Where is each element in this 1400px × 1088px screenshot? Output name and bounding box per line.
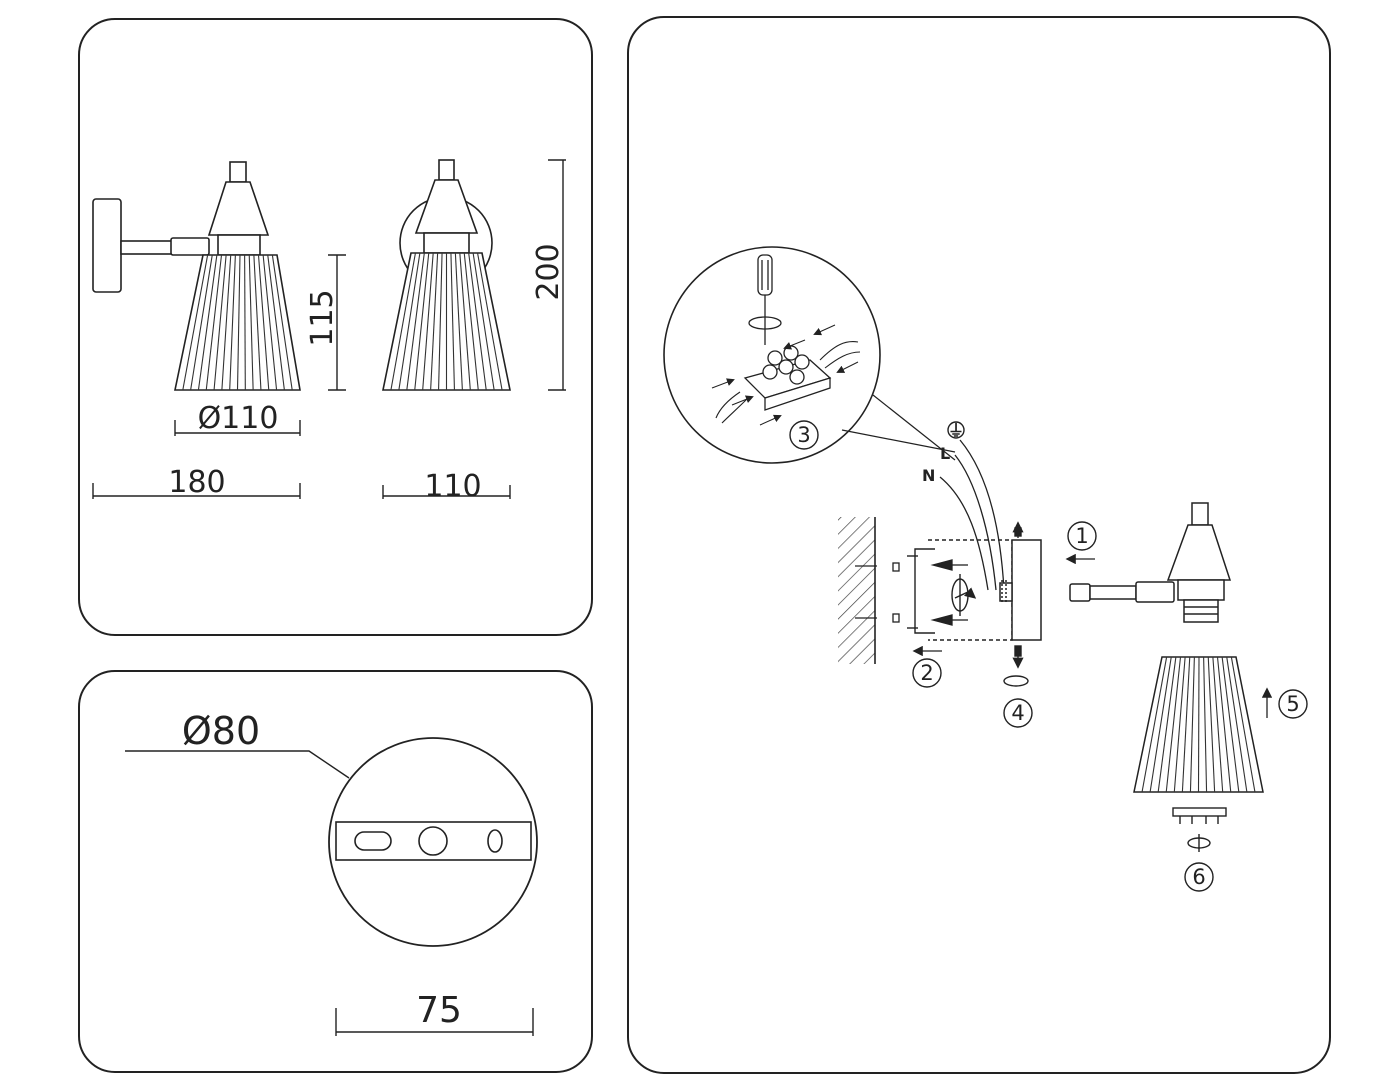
- step-markers: 1 2 3 4 5 6: [789, 420, 1308, 892]
- step-5-marker: 5: [1278, 689, 1308, 719]
- shade-pleat-line: [253, 254, 262, 391]
- canopy-box: [999, 539, 1042, 641]
- shade-pleat-line: [468, 252, 487, 391]
- shade-pleat-line: [271, 254, 293, 391]
- shade-pleat-line: [213, 254, 227, 391]
- shade-pleat-line: [390, 252, 416, 391]
- shade-pleat-line: [1221, 656, 1240, 793]
- shade-pleat-line: [262, 254, 278, 391]
- dim-height-shade: 115: [305, 289, 340, 346]
- shade-pleat-line: [1189, 656, 1195, 793]
- wall: [838, 517, 877, 664]
- shade-pleat-line: [450, 252, 455, 391]
- dim-projection: 180: [168, 465, 225, 500]
- front-view-shade-ribs: [390, 252, 503, 391]
- terminal-block: [743, 345, 832, 411]
- shade-pleat-line: [221, 254, 232, 391]
- shade-pleat-line: [1165, 656, 1182, 793]
- canopy-dimension-lines: [125, 750, 534, 1036]
- shade-pleat-line: [197, 254, 218, 391]
- dim-canopy-diameter: Ø80: [182, 709, 260, 753]
- shade-pleat-line: [454, 252, 463, 391]
- svg-text:2: 2: [920, 661, 933, 685]
- shade-pleat-line: [205, 254, 223, 391]
- step-2-marker: 2: [912, 658, 942, 688]
- shade-pleat-line: [248, 254, 254, 391]
- ground-label: ⏚: [948, 421, 964, 440]
- detail-arrows: [711, 324, 859, 426]
- svg-text:1: 1: [1075, 524, 1088, 548]
- supply-wires: [939, 439, 1005, 591]
- installation-panel: ⏚ L N: [627, 16, 1331, 1074]
- shade-pleat-line: [398, 252, 421, 391]
- shade-pleat-line: [438, 252, 443, 391]
- step-arrows: [912, 553, 1273, 718]
- dim-bracket-length: 75: [416, 990, 462, 1031]
- neutral-label: N: [922, 466, 935, 485]
- shade-pleat-line: [1212, 656, 1224, 793]
- rotate-icon-center: [951, 574, 977, 616]
- dim-shade-diameter: Ø110: [198, 401, 279, 436]
- canopy-panel: Ø80 75: [78, 670, 593, 1073]
- wire-labels: ⏚ L N: [922, 421, 965, 485]
- shade-pleat-line: [463, 252, 479, 391]
- ring-nut: [1172, 807, 1227, 852]
- mounting-screws: [930, 559, 968, 626]
- shade-pleat-line: [267, 254, 285, 391]
- step-6-marker: 6: [1184, 862, 1214, 892]
- shade-pleat-line: [422, 252, 434, 391]
- step-3-marker: 3: [789, 420, 819, 450]
- shade-pleat-line: [430, 252, 439, 391]
- step-1-marker: 1: [1067, 521, 1097, 551]
- shade-pleat-line: [244, 254, 246, 391]
- terminal-detail-circle: [663, 246, 956, 464]
- shade-pleat-line: [1173, 656, 1186, 793]
- shade-pleat-line: [1226, 656, 1248, 793]
- canopy-screws: [1003, 521, 1029, 687]
- shade-pleat-line: [1149, 656, 1172, 793]
- shade-pleat-line: [190, 254, 213, 391]
- wall-plugs: [892, 562, 900, 623]
- screwdriver-icon: [748, 254, 782, 345]
- shade-pleat-line: [414, 252, 430, 391]
- shade-pleat-line: [472, 252, 495, 391]
- shade-pleat-line: [257, 254, 270, 391]
- shade-pleat-line: [1181, 656, 1191, 793]
- shade-pleat-line: [1207, 656, 1216, 793]
- shade-pleat-line: [1216, 656, 1232, 793]
- mounting-bracket: [335, 821, 532, 861]
- shade-pleat-line: [1230, 656, 1256, 793]
- svg-text:6: 6: [1192, 865, 1205, 889]
- side-view-shade-ribs: [182, 254, 293, 391]
- lamp-shade-ribs: [1141, 656, 1256, 793]
- shade-pleat-line: [236, 254, 241, 391]
- shade-pleat-line: [229, 254, 236, 391]
- dim-width: 110: [424, 469, 481, 504]
- live-label: L: [940, 444, 950, 463]
- dim-total-height: 200: [531, 243, 566, 300]
- shade-pleat-line: [182, 254, 209, 391]
- svg-text:3: 3: [797, 423, 810, 447]
- shade-pleat-line: [477, 252, 503, 391]
- shade-pleat-line: [1141, 656, 1168, 793]
- dimensions-panel: 115 200 Ø110 180 110: [78, 18, 593, 636]
- shade-pleat-line: [459, 252, 471, 391]
- dimension-lines: [92, 159, 566, 499]
- shade-pleat-line: [1197, 656, 1200, 793]
- svg-text:4: 4: [1011, 701, 1024, 725]
- side-view-lamp: [92, 161, 301, 391]
- step-4-marker: 4: [1003, 698, 1033, 728]
- shade-pleat-line: [1157, 656, 1177, 793]
- side-view-shade: [174, 254, 301, 391]
- shade-pleat-line: [1203, 656, 1208, 793]
- svg-text:5: 5: [1286, 692, 1299, 716]
- lamp-arm: [1069, 502, 1232, 623]
- shade-pleat-line: [406, 252, 425, 391]
